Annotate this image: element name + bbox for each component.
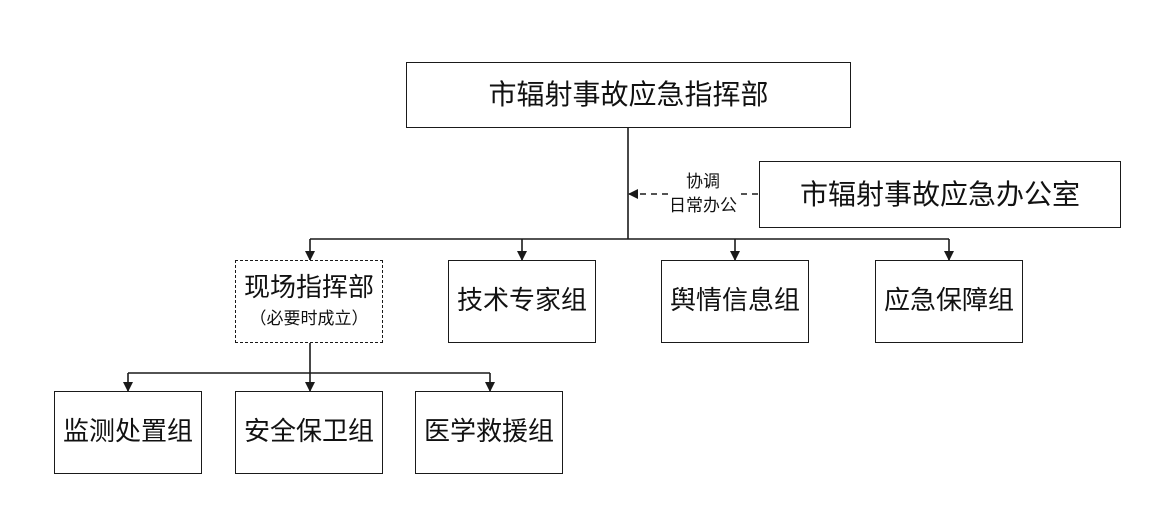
group-label: 技术专家组 xyxy=(456,285,587,316)
coordination-note: 协调 日常办公 xyxy=(662,170,744,218)
subgroup-box: 监测处置组 xyxy=(54,391,202,474)
office-label: 市辐射事故应急办公室 xyxy=(799,177,1080,211)
field-command-box: 现场指挥部 （必要时成立） xyxy=(235,260,383,343)
field-command-label: 现场指挥部 xyxy=(243,272,374,303)
subgroup-label: 安全保卫组 xyxy=(243,416,374,447)
command-label: 市辐射事故应急指挥部 xyxy=(488,78,769,112)
coordination-note-line2: 日常办公 xyxy=(669,196,737,216)
subgroup-label: 医学救援组 xyxy=(423,416,554,447)
group-box: 舆情信息组 xyxy=(661,260,809,343)
group-box: 技术专家组 xyxy=(448,260,596,343)
coordination-note-line1: 协调 xyxy=(686,172,720,192)
command-box: 市辐射事故应急指挥部 xyxy=(406,62,851,128)
group-label: 应急保障组 xyxy=(883,285,1014,316)
group-box: 应急保障组 xyxy=(875,260,1023,343)
office-box: 市辐射事故应急办公室 xyxy=(759,161,1121,228)
subgroup-box: 安全保卫组 xyxy=(235,391,383,474)
group-label: 舆情信息组 xyxy=(669,285,800,316)
subgroup-box: 医学救援组 xyxy=(415,391,563,474)
field-command-note: （必要时成立） xyxy=(249,309,369,330)
subgroup-label: 监测处置组 xyxy=(62,416,193,447)
